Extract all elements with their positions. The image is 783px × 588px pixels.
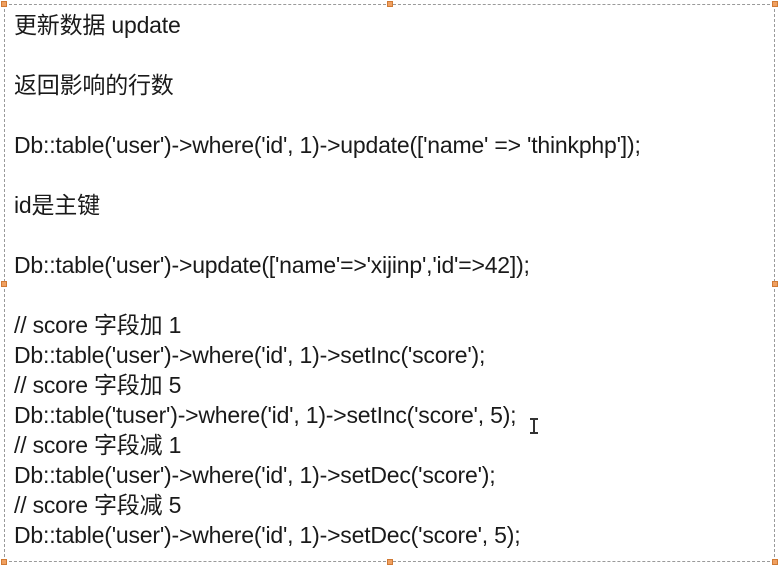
comment-dec-5: // score 字段减 5 — [14, 492, 182, 518]
code-line-update-where: Db::table('user')->where('id', 1)->updat… — [14, 132, 641, 158]
blank-line — [14, 220, 773, 250]
code-line-setinc-1: Db::table('user')->where('id', 1)->setIn… — [14, 342, 486, 368]
slide-text-box[interactable] — [1, 1, 778, 565]
resize-handle-middle-left[interactable] — [1, 281, 7, 287]
blank-line — [14, 160, 773, 190]
comment-inc-5: // score 字段加 5 — [14, 372, 182, 398]
code-line-update-id: Db::table('user')->update(['name'=>'xiji… — [14, 252, 530, 278]
code-line-setdec-1: Db::table('user')->where('id', 1)->setDe… — [14, 462, 496, 488]
blank-line — [14, 280, 773, 310]
text-return-rows: 返回影响的行数 — [14, 72, 174, 98]
code-line-setinc-5: Db::table('tuser')->where('id', 1)->setI… — [14, 402, 517, 428]
slide-content[interactable]: 更新数据 update 返回影响的行数 Db::table('user')->w… — [14, 10, 773, 550]
resize-handle-top-left[interactable] — [1, 1, 7, 7]
resize-handle-middle-right[interactable] — [772, 281, 778, 287]
resize-handle-bottom-left[interactable] — [1, 559, 7, 565]
resize-handle-bottom-center[interactable] — [387, 559, 393, 565]
text-primary-key: id是主键 — [14, 192, 100, 218]
resize-handle-top-right[interactable] — [772, 1, 778, 7]
resize-handle-top-center[interactable] — [387, 1, 393, 7]
code-line-setdec-5: Db::table('user')->where('id', 1)->setDe… — [14, 522, 521, 548]
text-cursor-icon — [530, 418, 538, 434]
heading-update: 更新数据 update — [14, 12, 181, 38]
blank-line — [14, 40, 773, 70]
comment-inc-1: // score 字段加 1 — [14, 312, 182, 338]
resize-handle-bottom-right[interactable] — [772, 559, 778, 565]
comment-dec-1: // score 字段减 1 — [14, 432, 182, 458]
blank-line — [14, 100, 773, 130]
